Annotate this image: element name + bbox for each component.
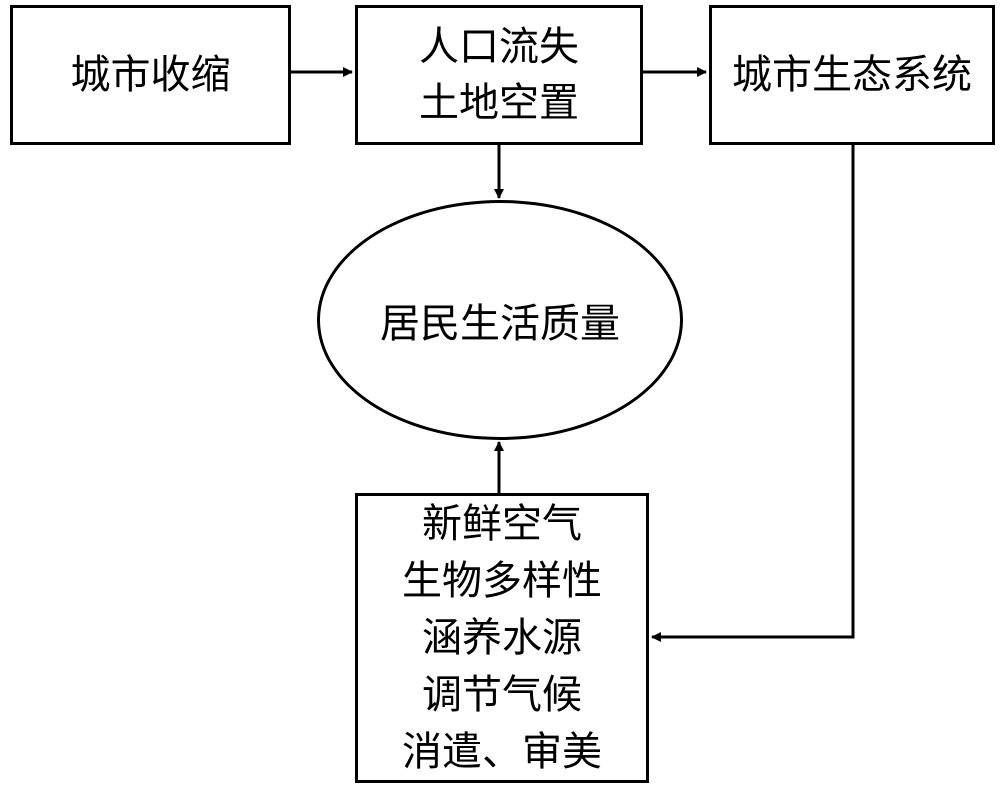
service-item-biodiversity: 生物多样性 xyxy=(402,557,602,604)
node-land-vacancy-label: 土地空置 xyxy=(419,80,579,126)
service-item-fresh-air: 新鲜空气 xyxy=(422,500,582,547)
node-ecosystem-services: 新鲜空气 生物多样性 涵养水源 调节气候 消遣、审美 xyxy=(355,493,649,783)
arrow-ecosystem-to-services xyxy=(651,145,855,642)
node-population-loss-land-vacancy: 人口流失 土地空置 xyxy=(355,5,643,145)
node-quality-of-life-label: 居民生活质量 xyxy=(380,301,620,347)
node-quality-of-life: 居民生活质量 xyxy=(317,200,683,440)
service-item-recreation-aesthetics: 消遣、审美 xyxy=(402,728,602,775)
node-urban-ecosystem: 城市生态系统 xyxy=(709,5,995,145)
node-urban-shrinkage-label: 城市收缩 xyxy=(70,52,231,98)
node-urban-shrinkage: 城市收缩 xyxy=(10,5,291,145)
service-item-water-conservation: 涵养水源 xyxy=(422,614,582,661)
node-population-loss-label: 人口流失 xyxy=(419,24,579,70)
service-item-climate-regulation: 调节气候 xyxy=(422,671,582,718)
node-urban-ecosystem-label: 城市生态系统 xyxy=(732,52,972,98)
